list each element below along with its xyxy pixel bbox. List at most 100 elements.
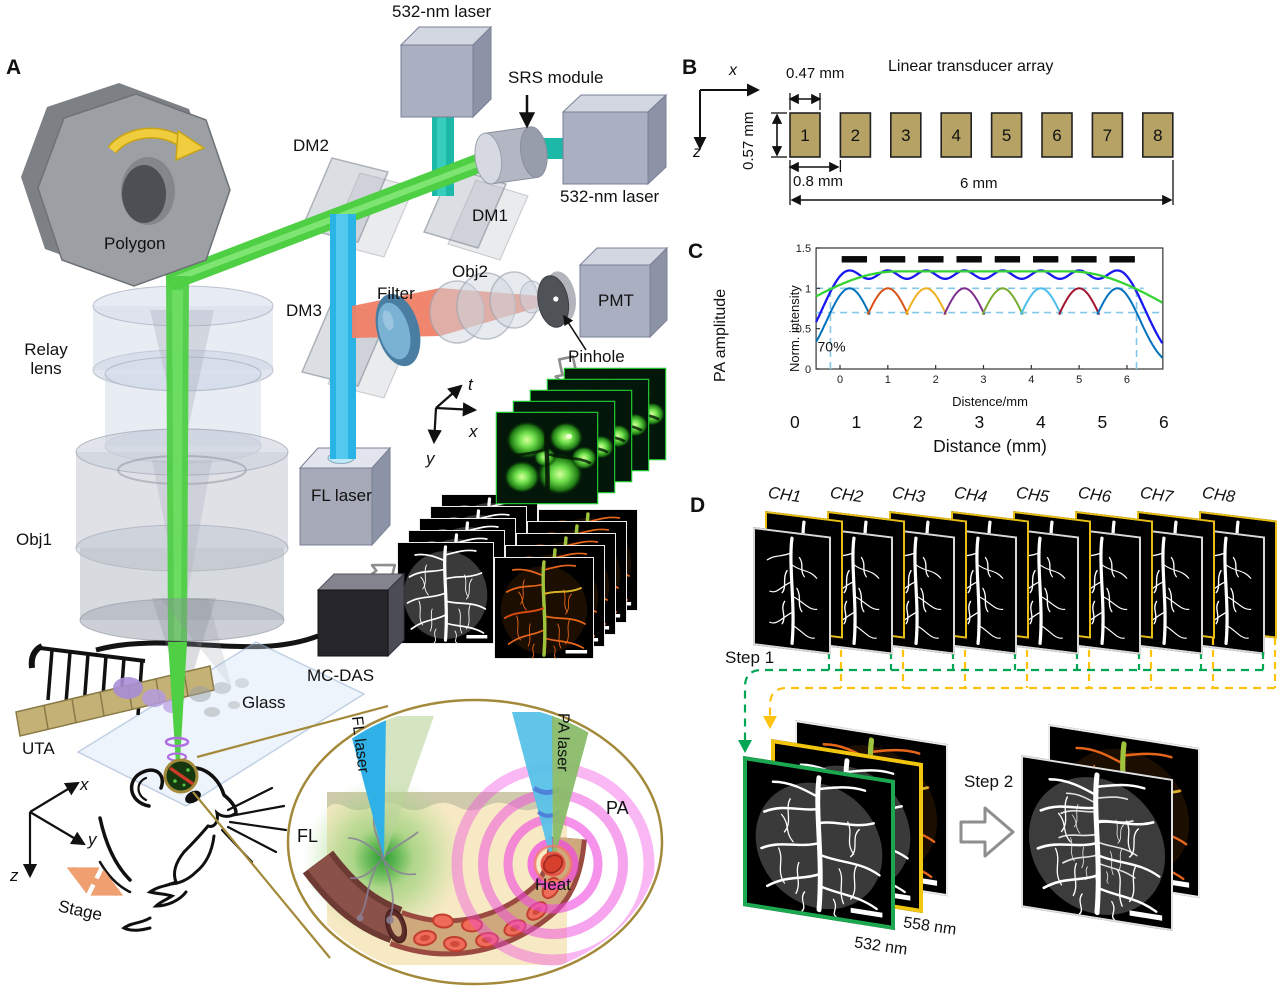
heat-ring-outer (533, 844, 573, 884)
coupling-cone-2 (160, 598, 232, 688)
panel-a-letter: A (6, 56, 22, 79)
transducer-element (839, 112, 872, 158)
beam-532-top-core (437, 116, 446, 196)
channel-label: CH1 (766, 483, 803, 507)
magnifier-line-bottom (192, 791, 331, 959)
heat-ring-inner (540, 851, 566, 877)
label-inset-heat: Heat (535, 875, 571, 894)
transducer-element (940, 112, 973, 158)
x-tick-label: 6 (1124, 374, 1130, 386)
y-tick-label: 1 (805, 283, 811, 295)
step2-arrow-svg (959, 806, 1015, 858)
label-558nm: 558 nm (902, 914, 958, 939)
label-pinhole: Pinhole (568, 347, 625, 366)
label-b-title: Linear transducer array (888, 58, 1054, 75)
transducer-element-number: 5 (1002, 126, 1011, 145)
label-axis-y2: y (88, 830, 97, 849)
yellow-arrowhead (763, 716, 777, 729)
annotation-70pct: 70% (818, 338, 846, 354)
label-b-total: 6 mm (960, 175, 998, 192)
beam-green-focus (168, 642, 187, 795)
acoustic-foci (113, 677, 249, 717)
objective-2 (429, 271, 545, 344)
image-frame (495, 558, 593, 658)
label-b-axis-z: z (693, 144, 701, 161)
transducer-element-number: 8 (1153, 126, 1162, 145)
label-filter: Filter (377, 284, 415, 303)
transducer-element-number: 6 (1052, 126, 1061, 145)
srs-module-cylinder (474, 126, 548, 185)
beam-green-vertical-core (172, 290, 183, 640)
pa-cone-blue (512, 712, 554, 864)
filter-disc (375, 293, 421, 367)
label-axis-x2: x (80, 775, 89, 794)
element-beam-curve (866, 287, 909, 316)
pinhole-pointer (563, 314, 587, 351)
laser-box-top (399, 25, 493, 119)
transducer-element (789, 112, 821, 158)
label-obj2: Obj2 (452, 262, 488, 281)
channel-label: CH7 (1138, 483, 1175, 507)
channel-label: CH4 (952, 483, 989, 507)
outer-x-tick: 4 (1036, 412, 1046, 432)
yellow-bus (768, 686, 1275, 718)
laser-box-right (561, 93, 668, 186)
absorber-rbc (542, 854, 564, 874)
transducer-bar (918, 256, 944, 263)
element-beam-curve (905, 287, 948, 316)
panel-b-letter: B (682, 56, 698, 79)
channel-label: CH8 (1200, 483, 1237, 507)
label-dm1: DM1 (472, 206, 508, 225)
transducer-bar (956, 256, 982, 263)
label-axis-y: y (426, 449, 435, 468)
beam-fl-blue-core (336, 214, 348, 459)
outer-x-tick: 2 (913, 412, 923, 432)
transducer-element-number: 3 (901, 126, 910, 145)
x-tick-label: 0 (837, 374, 843, 386)
dimension-lines (771, 93, 1174, 206)
transducer-element (890, 112, 922, 158)
fl-cone-blue (346, 716, 386, 858)
x-tick-label: 2 (933, 374, 939, 386)
image-card (1021, 755, 1173, 932)
element-beam-curve (981, 287, 1024, 316)
element-beam-curve (1096, 287, 1164, 359)
panel-a-schematic (15, 25, 669, 986)
channel-label: CH5 (1014, 483, 1051, 507)
plot-box (815, 247, 1164, 370)
outer-x-tick: 6 (1159, 412, 1169, 432)
transducer-element-number: 7 (1103, 126, 1112, 145)
rotation-arrow-head (175, 129, 206, 162)
label-c-xlabel-inner: Distence/mm (952, 394, 1028, 409)
label-axis-t: t (468, 375, 473, 394)
outer-x-tick: 1 (851, 412, 862, 432)
label-inset-fl: FL (297, 826, 319, 846)
mc-das-box (316, 572, 406, 658)
transducer-element (1141, 112, 1174, 158)
pmt-box (578, 246, 669, 339)
label-step2: Step 2 (964, 772, 1014, 791)
label-b-axis-x: x (729, 62, 737, 79)
panel-d-letter: D (690, 494, 706, 517)
transducer-element-number: 2 (851, 126, 860, 145)
label-b-width: 0.47 mm (786, 65, 845, 82)
image-frame (497, 413, 597, 503)
transducer-bar (1071, 256, 1097, 263)
panel-c-letter: C (688, 240, 704, 263)
label-c-xlabel-outer: Distance (mm) (933, 436, 1047, 456)
element-beam-curve (943, 287, 986, 315)
transducer-bar (1032, 256, 1059, 263)
outer-x-tick: 5 (1097, 412, 1108, 432)
label-dm2: DM2 (293, 136, 329, 155)
label-inset-pa-laser: PA laser (553, 712, 572, 772)
y-tick-label: 1.5 (796, 243, 811, 255)
transducer-element (990, 112, 1023, 158)
label-pmt: PMT (598, 291, 634, 310)
polygon-hole (122, 165, 166, 223)
x-tick-label: 1 (885, 374, 891, 386)
stage-arrow (66, 866, 124, 897)
transducer-element (1091, 112, 1124, 158)
green-arrowhead (738, 740, 752, 753)
magnifier-line-top (196, 704, 389, 759)
